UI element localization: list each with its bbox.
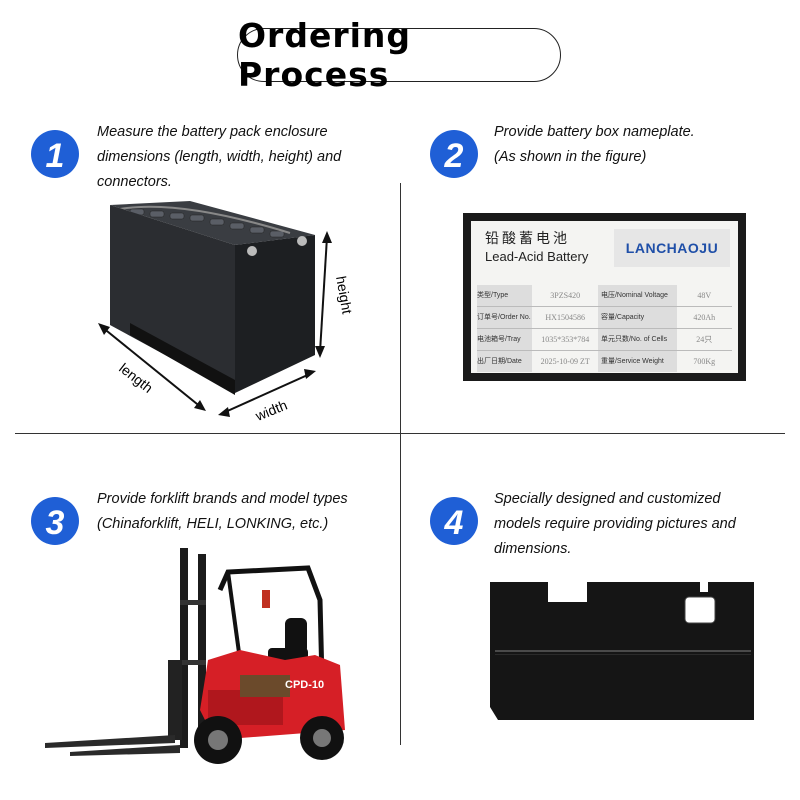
vertical-divider (400, 183, 401, 745)
nameplate-row: 类型/Type 3PZS420 电压/Nominal Voltage 48V (477, 285, 732, 307)
battery-pack-illustration: height length width (98, 201, 355, 424)
step-4-badge: 4 (430, 497, 478, 545)
step-3-badge: 3 (31, 497, 79, 545)
row-label: 出厂日期/Date (477, 351, 533, 372)
height-label: height (333, 275, 355, 315)
row-label: 订单号/Order No. (477, 307, 533, 328)
row-label: 电池箱号/Tray No. (477, 329, 533, 364)
nameplate-row: 电池箱号/Tray No. 1035*353*784 单元只数/No. of C… (477, 329, 732, 364)
nameplate-row: 订单号/Order No. HX1504586 容量/Capacity 420A… (477, 307, 732, 329)
step-2-text: Provide battery box nameplate. (As shown… (494, 124, 695, 165)
step-2-badge: 2 (430, 130, 478, 178)
page-title: Ordering Process (238, 16, 412, 94)
step-4-number: 4 (444, 504, 464, 542)
nameplate-frame: 铅酸蓄电池 Lead-Acid Battery LANCHAOJU 类型/Typ… (463, 213, 746, 381)
step-1-badge: 1 (31, 130, 79, 178)
row-value: 420Ah (693, 313, 716, 322)
row-label: 类型/Type (477, 285, 533, 306)
step-3-number: 3 (46, 504, 65, 542)
step-4-text: Specially designed and customized models… (494, 491, 736, 557)
row-label: 单元只数/No. of Cells (597, 329, 677, 350)
forklift-illustration: CPD-10 (45, 548, 345, 764)
step-1-number: 1 (46, 137, 65, 175)
custom-part-illustration (490, 582, 754, 720)
row-value: 48V (697, 291, 712, 300)
nameplate: 铅酸蓄电池 Lead-Acid Battery LANCHAOJU 类型/Typ… (471, 221, 738, 373)
nameplate-table: 类型/Type 3PZS420 电压/Nominal Voltage 48V 订… (477, 285, 732, 372)
row-label: 电压/Nominal Voltage (597, 285, 677, 306)
nameplate-english-title: Lead-Acid Battery (485, 249, 589, 264)
row-value: 700Kg (693, 357, 716, 366)
step-1-text: Measure the battery pack enclosure dimen… (97, 124, 342, 190)
brand-box: LANCHAOJU (614, 229, 730, 267)
title-banner: Ordering Process (237, 16, 561, 94)
row-value: 24只 (696, 335, 713, 344)
row-value: 1035*353*784 (541, 335, 590, 344)
width-label: width (252, 397, 289, 424)
brand-logo-text: LANCHAOJU (625, 240, 719, 256)
forklift-model-label: CPD-10 (285, 679, 324, 691)
horizontal-divider (15, 433, 785, 434)
row-label: 重量/Service Weight (597, 351, 677, 372)
row-value: HX1504586 (545, 313, 585, 322)
row-label: 容量/Capacity (597, 307, 677, 328)
step-3-text: Provide forklift brands and model types … (97, 491, 348, 532)
row-value: 2025-10-09 ZT (540, 357, 590, 366)
nameplate-row: 出厂日期/Date 2025-10-09 ZT 重量/Service Weigh… (477, 351, 732, 372)
step-2-number: 2 (444, 137, 464, 175)
nameplate-chinese-title: 铅酸蓄电池 (485, 232, 570, 247)
row-value: 3PZS420 (550, 291, 581, 300)
